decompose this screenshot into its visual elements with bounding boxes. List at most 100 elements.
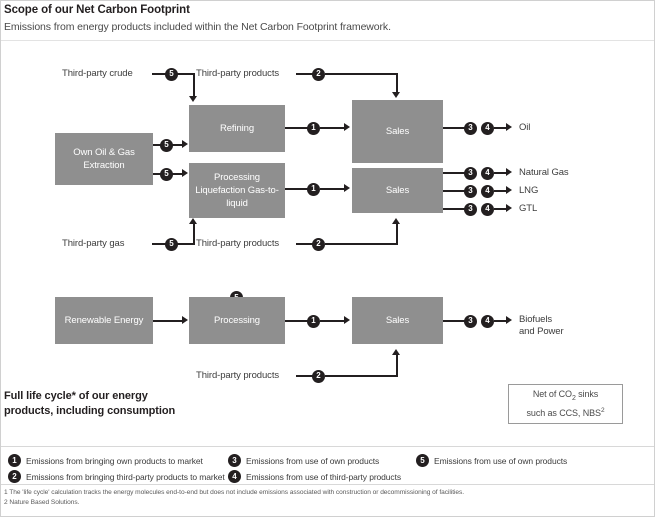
connector-extraction-to-refining-b xyxy=(173,144,183,146)
badge-1-processing: 1 xyxy=(307,182,320,196)
co2-line2-pre: such as CCS, NBS xyxy=(526,408,602,419)
legend-label-3: Emissions from use of own products xyxy=(246,455,380,466)
connector-tpp-bottom-right xyxy=(325,375,398,377)
arrowhead-out-biofuels xyxy=(506,316,512,324)
badge-1-refining: 1 xyxy=(307,121,320,135)
connector-tpp-bottom-up xyxy=(396,355,398,377)
input-label-third-party-products-mid: Third-party products xyxy=(196,238,280,249)
connector-tpp-mid-right xyxy=(325,243,398,245)
badge-3-biofuels: 3 xyxy=(464,314,477,328)
connector-tpp-top-down xyxy=(396,73,398,94)
arrowhead-tpp-into-sales-gas xyxy=(392,218,401,224)
footnote-2: 2 Nature Based Solutions. xyxy=(4,499,80,506)
arrowhead-out-oil xyxy=(506,123,512,131)
connector-tpp-bottom-left xyxy=(296,375,313,377)
connector-out-oil-a xyxy=(443,127,465,129)
badge-4-lng: 4 xyxy=(481,184,494,198)
connector-out-lng-a xyxy=(443,190,465,192)
connector-out-gtl-a xyxy=(443,208,465,210)
arrowhead-processing-to-sales xyxy=(344,184,350,192)
input-label-third-party-products-top: Third-party products xyxy=(196,68,280,79)
arrowhead-gas-into-processing xyxy=(189,218,198,224)
connector-out-oil-b xyxy=(494,127,507,129)
arrowhead-tpp-into-sales-renew xyxy=(392,349,401,355)
arrowhead-refining-to-sales xyxy=(344,123,350,131)
connector-gas-up xyxy=(193,224,195,245)
arrowhead-processing-to-sales-renew xyxy=(344,316,350,324)
legend-label-2: Emissions from bringing third-party prod… xyxy=(26,471,225,482)
arrowhead-extraction-to-processing xyxy=(182,169,188,177)
legend-label-1: Emissions from bringing own products to … xyxy=(26,455,203,466)
co2-superscript: 2 xyxy=(600,407,605,415)
connector-crude-down xyxy=(193,73,195,98)
box-label-processing-liquefaction: Processing Liquefaction Gas-to-liquid xyxy=(195,172,279,209)
connector-out-gas-a xyxy=(443,172,465,174)
badge-3-lng: 3 xyxy=(464,184,477,198)
badge-5-gas: 5 xyxy=(165,237,178,251)
box-label-sales-gas: Sales xyxy=(385,185,410,196)
arrowhead-out-gtl xyxy=(506,204,512,212)
legend-item-5: 5 Emissions from use of own products xyxy=(416,454,567,467)
legend-item-4: 4 Emissions from use of third-party prod… xyxy=(228,470,401,483)
connector-out-lng-b xyxy=(494,190,507,192)
arrowhead-renewable-to-processing xyxy=(182,316,188,324)
connector-out-gas-b xyxy=(494,172,507,174)
legend-divider-bottom xyxy=(0,484,655,485)
box-label-renewable-energy: Renewable Energy xyxy=(64,315,144,326)
arrowhead-out-natural-gas xyxy=(506,168,512,176)
badge-3-oil: 3 xyxy=(464,121,477,135)
badge-4-oil: 4 xyxy=(481,121,494,135)
badge-2-mid: 2 xyxy=(312,237,325,251)
legend-divider-top xyxy=(0,446,655,447)
box-refining: Refining xyxy=(189,105,285,152)
badge-5-to-refining: 5 xyxy=(160,138,173,152)
output-label-gtl: GTL xyxy=(519,203,538,214)
connector-tpp-top-left xyxy=(296,73,313,75)
badge-1-renewable: 1 xyxy=(307,314,320,328)
connector-refining-to-sales-a xyxy=(285,127,308,129)
connector-processing-to-sales-b xyxy=(320,188,345,190)
box-sales-oil: Sales xyxy=(352,100,443,163)
badge-4-natural-gas: 4 xyxy=(481,166,494,180)
lifecycle-line-2: products, including consumption xyxy=(4,405,176,417)
input-label-third-party-products-bottom: Third-party products xyxy=(196,370,280,381)
connector-processing-to-sales-renew-b xyxy=(320,320,345,322)
box-own-oil-gas-extraction: Own Oil & Gas Extraction xyxy=(55,133,153,185)
legend-label-5: Emissions from use of own products xyxy=(434,455,568,466)
arrowhead-out-lng xyxy=(506,186,512,194)
legend-badge-2: 2 xyxy=(8,470,21,483)
arrowhead-tpp-into-sales-oil xyxy=(392,92,401,98)
lifecycle-statement: Full life cycle* of our energy products,… xyxy=(4,389,175,419)
legend-badge-4: 4 xyxy=(228,470,241,483)
page-title: Scope of our Net Carbon Footprint xyxy=(4,4,190,16)
box-label-sales-renewable: Sales xyxy=(385,315,410,326)
box-label-processing-renewable: Processing xyxy=(214,315,260,326)
connector-out-gtl-b xyxy=(494,208,507,210)
box-label-extraction: Own Oil & Gas Extraction xyxy=(73,147,135,171)
connector-gas-right xyxy=(178,243,195,245)
arrowhead-extraction-to-refining xyxy=(182,140,188,148)
legend-badge-1: 1 xyxy=(8,454,21,467)
connector-processing-to-sales-renew-a xyxy=(285,320,308,322)
connector-renewable-to-processing xyxy=(153,320,183,322)
arrowhead-crude-into-refining xyxy=(189,96,198,102)
legend-badge-3: 3 xyxy=(228,454,241,467)
co2-subscript: 2 xyxy=(571,394,576,402)
badge-4-biofuels: 4 xyxy=(481,314,494,328)
badge-2-bottom: 2 xyxy=(312,369,325,383)
connector-extraction-to-processing-b xyxy=(173,173,183,175)
co2-line1-post: sinks xyxy=(575,389,599,400)
co2-line1-pre: Net of CO xyxy=(532,389,572,400)
badge-5-to-processing: 5 xyxy=(160,167,173,181)
output-label-biofuels: Biofuels and Power xyxy=(519,314,564,338)
connector-tpp-top-right xyxy=(325,73,398,75)
legend-label-4: Emissions from use of third-party produc… xyxy=(246,471,401,482)
connector-processing-to-sales-a xyxy=(285,188,308,190)
input-label-third-party-gas: Third-party gas xyxy=(62,238,125,249)
output-label-oil: Oil xyxy=(519,122,531,133)
connector-crude-right xyxy=(178,73,195,75)
badge-3-natural-gas: 3 xyxy=(464,166,477,180)
connector-tpp-mid-up xyxy=(396,224,398,245)
box-processing-liquefaction: Processing Liquefaction Gas-to-liquid xyxy=(189,163,285,218)
